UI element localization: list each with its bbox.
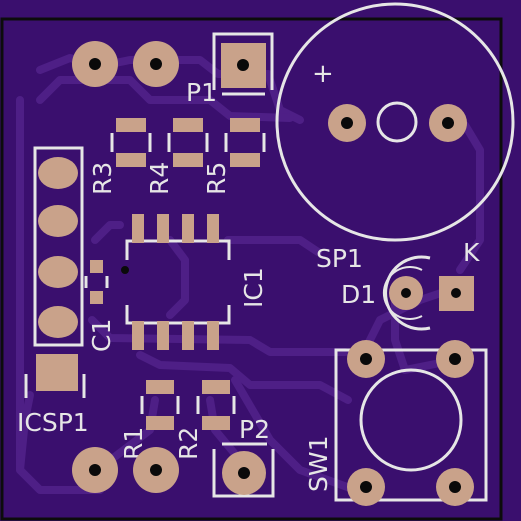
- header-left-vertical: [33, 146, 84, 347]
- pad: [116, 153, 146, 167]
- pad: [230, 153, 260, 167]
- c1-label: C1: [87, 319, 116, 352]
- sp1-label: SP1: [316, 244, 363, 273]
- ic1-label: IC1: [239, 267, 268, 308]
- p2-silk: [212, 449, 275, 498]
- resistor-r4: R4: [145, 118, 209, 195]
- pad-hole: [238, 467, 250, 479]
- sw1-button-ring: [359, 368, 463, 472]
- capacitor-c1: C1: [84, 260, 116, 352]
- d1-outline: [384, 255, 431, 331]
- pad-hole: [89, 464, 101, 476]
- sp1-speaker: + SP1: [275, 2, 515, 273]
- pad: [146, 380, 174, 394]
- r5-label: R5: [202, 162, 231, 195]
- header-top-left: [72, 41, 179, 87]
- pad-hole: [150, 464, 162, 476]
- ic1-outline: [125, 239, 231, 325]
- pad-hole: [360, 353, 372, 365]
- pad: [182, 214, 194, 243]
- header-bottom-left: [72, 447, 179, 493]
- p1-silk: [212, 32, 274, 90]
- pad-hole: [442, 117, 454, 129]
- p1-label: P1: [186, 78, 217, 107]
- r2-label: R2: [174, 427, 203, 460]
- resistor-r2: R2: [174, 380, 236, 460]
- pad-hole: [150, 58, 162, 70]
- sp1-plus-label: +: [312, 59, 334, 89]
- sp1-center-ring: [376, 101, 418, 143]
- p2-connector: P2: [212, 415, 275, 498]
- pad: [116, 118, 146, 132]
- pad: [38, 205, 78, 237]
- sw1-outline: [334, 348, 488, 502]
- pad-hole: [360, 481, 372, 493]
- pad: [90, 291, 103, 304]
- d1-label: D1: [341, 280, 376, 309]
- pad: [230, 118, 260, 132]
- pad-hole: [401, 288, 411, 298]
- pad: [132, 214, 144, 243]
- pad-hole: [89, 58, 101, 70]
- resistor-r3: R3: [88, 118, 152, 195]
- sw1-label: SW1: [304, 436, 333, 493]
- pad-hole: [451, 288, 461, 298]
- p2-label: P2: [239, 415, 270, 444]
- k-label: K: [463, 238, 480, 267]
- pad-hole: [341, 117, 353, 129]
- sp1-outline: [275, 2, 515, 242]
- pad: [146, 416, 174, 430]
- pad: [202, 416, 230, 430]
- pad: [207, 214, 219, 243]
- led-d1: D1 K: [341, 238, 480, 331]
- icsp1-label: ICSP1: [17, 408, 89, 437]
- ic1-pin1-dot: [121, 266, 129, 274]
- icsp1-silk: [24, 374, 86, 398]
- pad: [182, 321, 194, 350]
- board-outline: [0, 17, 503, 521]
- d1-inner: [382, 266, 423, 320]
- resistor-r5: R5: [202, 118, 266, 195]
- pad-hole: [449, 481, 461, 493]
- pad: [157, 214, 169, 243]
- pad: [132, 321, 144, 350]
- pad-hole: [237, 59, 249, 71]
- switch-sw1: SW1: [304, 340, 488, 506]
- icsp1-connector: ICSP1: [17, 354, 89, 437]
- pad: [202, 380, 230, 394]
- r3-label: R3: [88, 162, 117, 195]
- ic1-chip: IC1: [121, 214, 268, 350]
- pad-hole: [449, 353, 461, 365]
- pad: [207, 321, 219, 350]
- p1-connector: P1: [186, 32, 274, 107]
- pad: [90, 260, 103, 273]
- icsp1-pad: [36, 354, 78, 391]
- pad: [38, 157, 78, 189]
- pad: [38, 256, 78, 288]
- pad: [38, 306, 78, 338]
- pad: [157, 321, 169, 350]
- header-outline: [33, 146, 84, 347]
- pad: [173, 118, 203, 132]
- r4-label: R4: [145, 162, 174, 195]
- pad: [173, 153, 203, 167]
